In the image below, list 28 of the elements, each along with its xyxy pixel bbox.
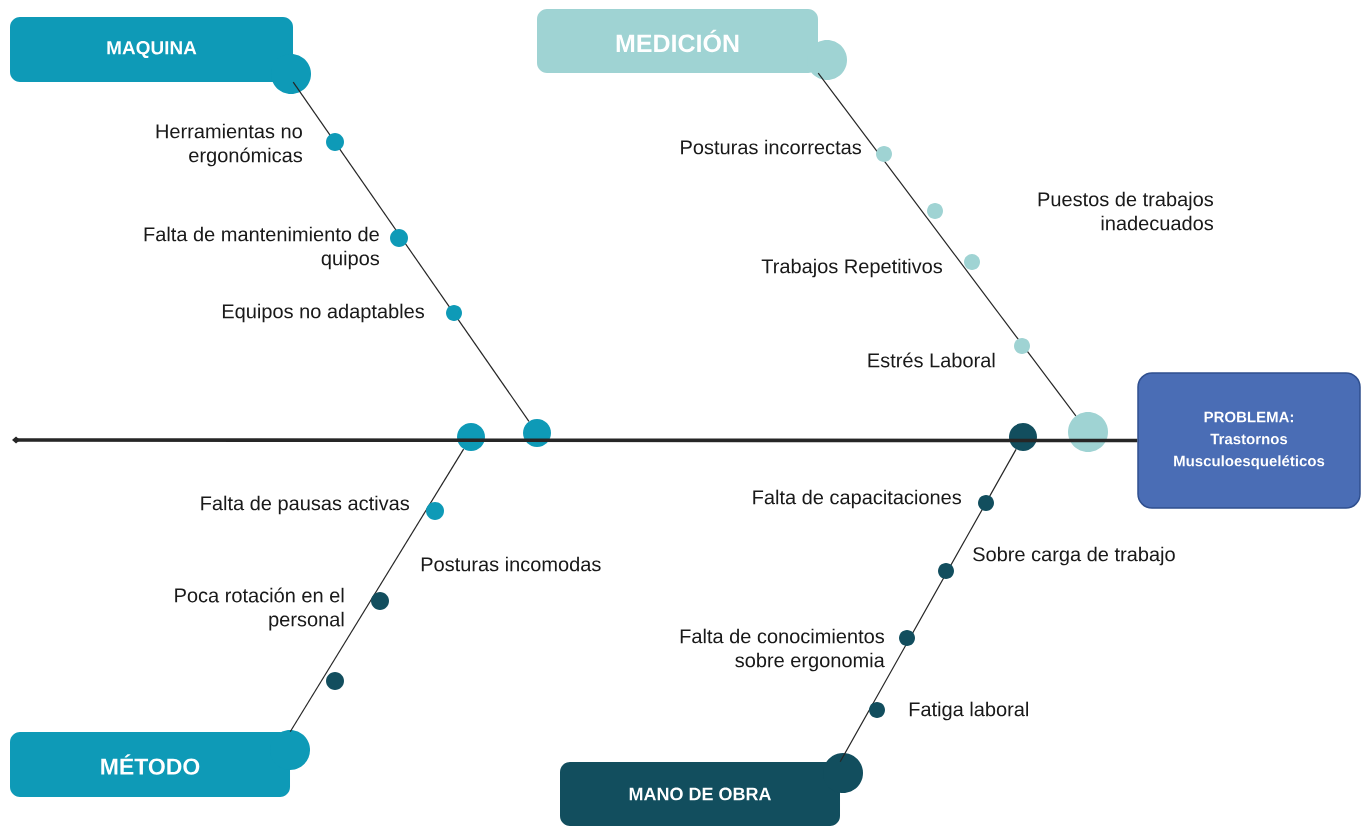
bone-line — [817, 72, 1077, 417]
junction-circle — [1009, 423, 1037, 451]
category-box: MANO DE OBRA — [560, 753, 863, 826]
cause-label: Falta de capacitaciones — [753, 489, 962, 509]
bone-line — [292, 81, 530, 422]
category-box: MÉTODO — [10, 730, 310, 797]
bone-line — [839, 448, 1017, 763]
cause-label: Posturas incomodas — [421, 556, 601, 572]
cause-label: Falta de conocimientos sobre ergonomia — [680, 628, 885, 672]
category-box: MEDICIÓN — [537, 9, 847, 80]
cause-label: Trabajos Repetitivos — [761, 258, 943, 278]
spine-line — [12, 436, 1138, 444]
cause-label: Herramientas no ergonómicas — [156, 123, 303, 167]
cause-label: Fatiga laboral — [909, 701, 1028, 721]
cause-label: Sobre carga de trabajo — [973, 546, 1175, 566]
cause-label: Falta de mantenimiento de quipos — [144, 226, 380, 270]
cause-label: Falta de pausas activas — [201, 495, 410, 515]
junction-circle — [1068, 412, 1108, 452]
cause-label: Puestos de trabajos inadecuados — [1038, 191, 1214, 231]
bone-line — [289, 448, 465, 733]
junction-circle — [523, 419, 551, 447]
problem-box: PROBLEMA: Trastornos Musculoesqueléticos — [1137, 372, 1361, 509]
junction-circle — [457, 423, 485, 451]
category-box: MAQUINA — [10, 17, 311, 94]
cause-label: Poca rotación en el personal — [175, 587, 344, 631]
cause-label: Equipos no adaptables — [222, 303, 424, 323]
cause-label: Estrés Laboral — [868, 352, 995, 368]
cause-label: Posturas incorrectas — [681, 139, 862, 155]
